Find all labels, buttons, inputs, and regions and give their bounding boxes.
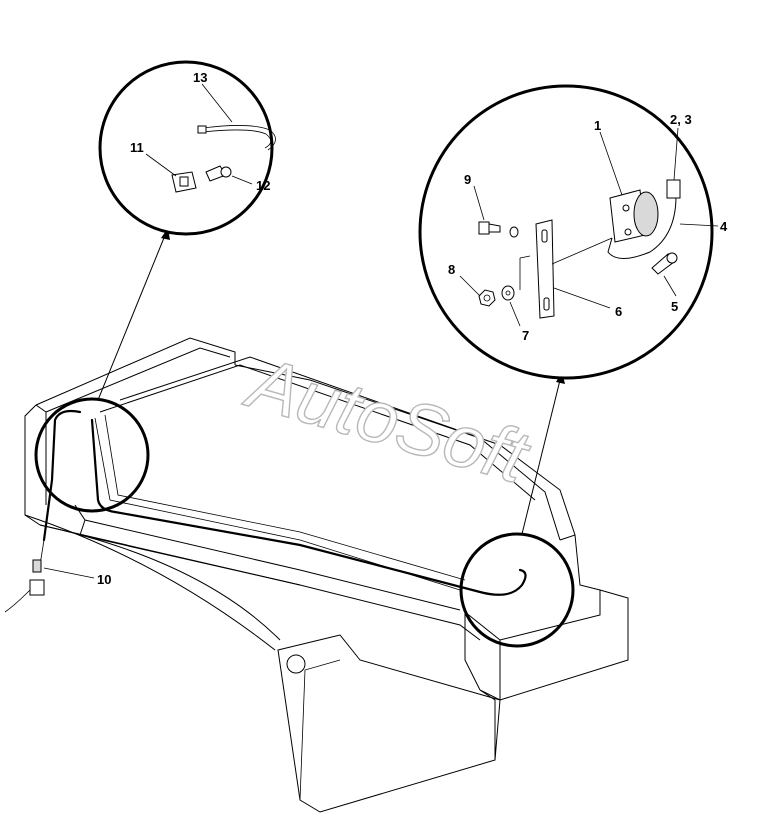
detail-circle-left: 13 11 12 [98, 60, 276, 236]
callout-6: 6 [615, 304, 622, 319]
connector-10-plug [29, 579, 45, 596]
cable-tie-13 [197, 125, 276, 151]
callout-8: 8 [448, 262, 455, 277]
callout-12: 12 [256, 178, 270, 193]
callout-13: 13 [193, 70, 207, 85]
zoom-circle-right [459, 532, 575, 648]
horn-1 [609, 189, 659, 243]
bracket-6 [519, 219, 555, 319]
bolt-5 [651, 252, 678, 275]
wiring-harness [4, 409, 527, 613]
callout-4: 4 [720, 219, 728, 234]
callout-7: 7 [522, 328, 529, 343]
callout-11: 11 [130, 140, 144, 155]
washer-7 [501, 285, 515, 301]
screw-12 [205, 165, 232, 182]
callout-5: 5 [671, 299, 678, 314]
connector-2-3 [666, 179, 681, 199]
lead-4 [607, 195, 677, 259]
callout-1: 1 [594, 118, 601, 133]
detail-circle-right: 1 2, 3 4 5 6 7 8 9 [418, 84, 728, 380]
watermark: AutoSoft [237, 339, 540, 499]
callout-10: 10 [97, 572, 111, 587]
connector-10 [32, 559, 42, 573]
callout-9: 9 [464, 172, 471, 187]
zoom-circle-left [34, 397, 150, 513]
callout-2-3: 2, 3 [670, 112, 692, 127]
clip-11 [171, 171, 197, 193]
mount-line [551, 237, 613, 265]
fender-assembly [24, 337, 629, 813]
nut-8 [478, 289, 496, 307]
bolt-9 [478, 221, 519, 238]
